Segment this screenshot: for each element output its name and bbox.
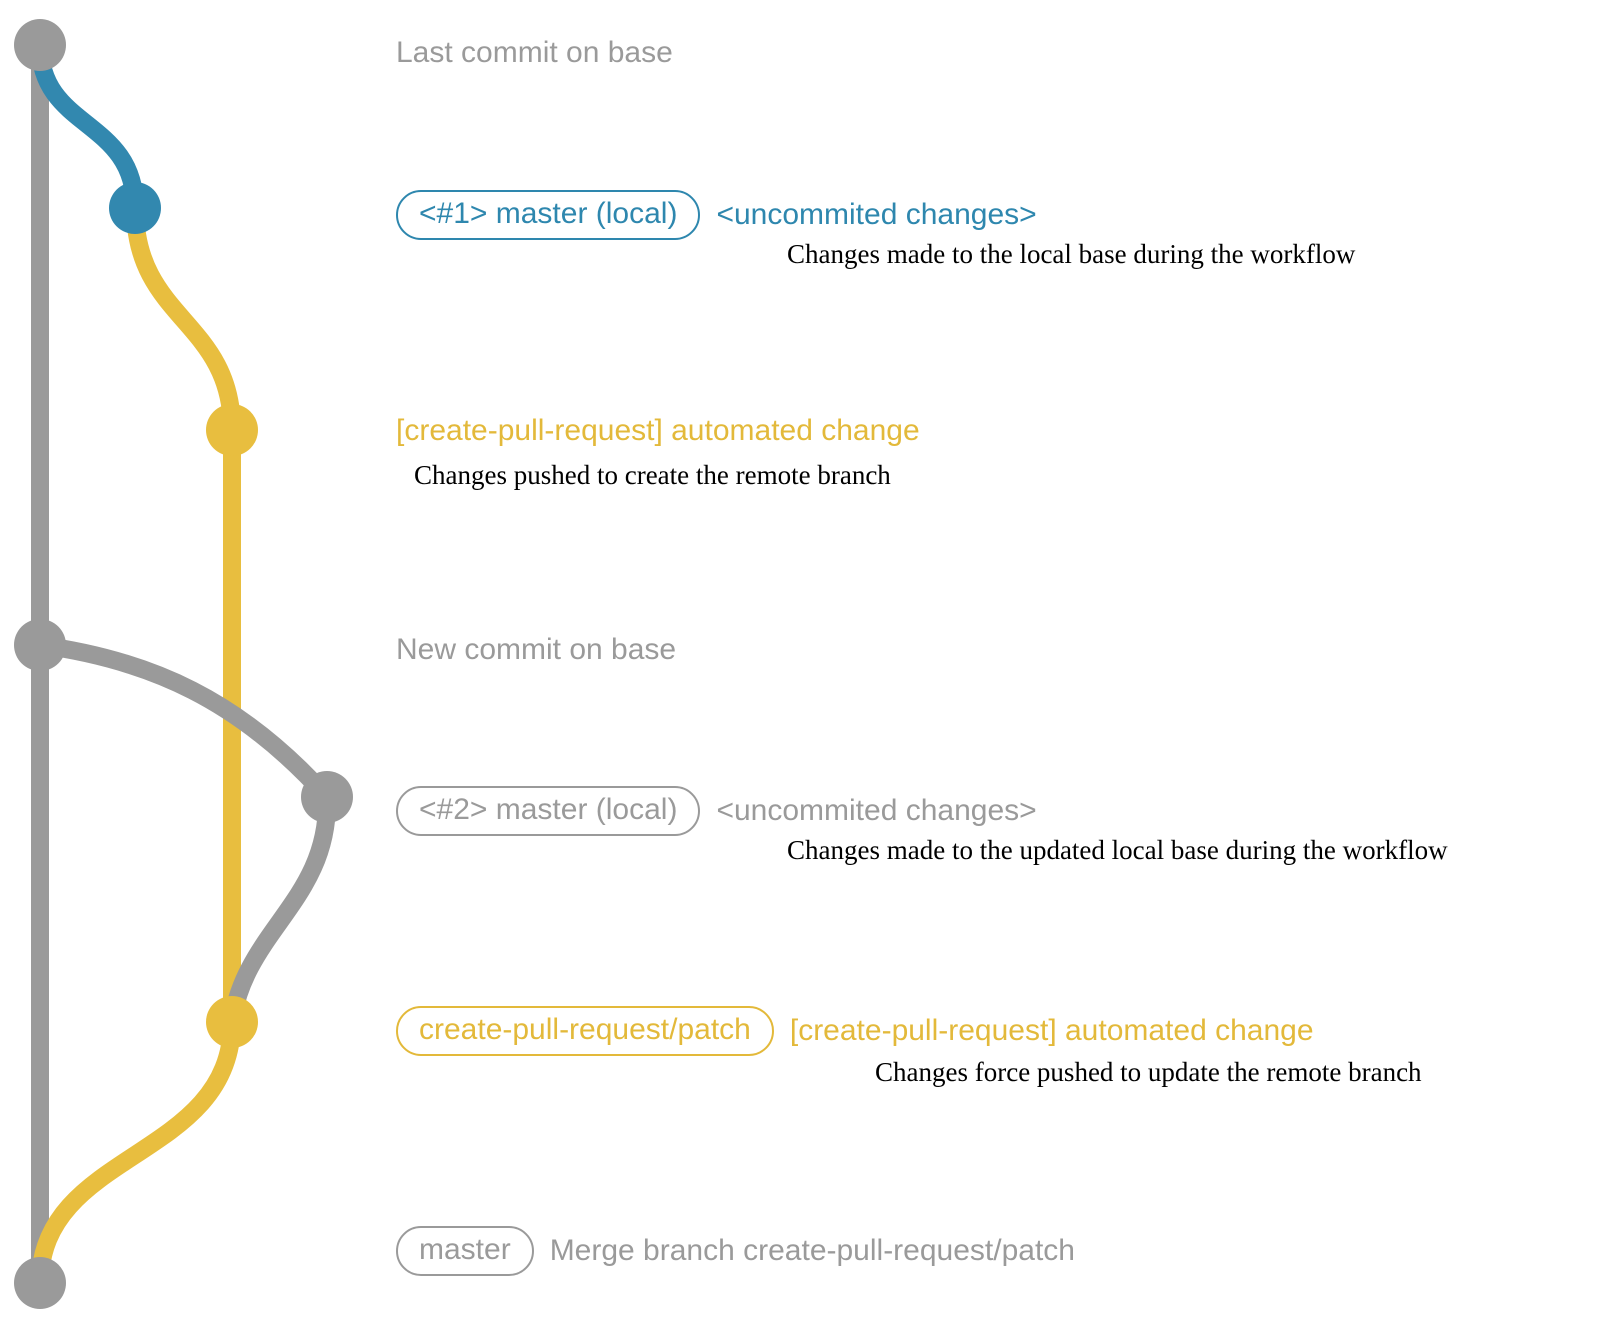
local-branch-line-2 — [31, 636, 336, 806]
commit-node-patch-1[interactable] — [206, 404, 258, 456]
commit-node-local-2[interactable] — [301, 771, 353, 823]
headline-local-2: <uncommited changes> — [716, 794, 1037, 827]
row-local-1: <#1> master (local) <uncommited changes> — [396, 190, 1037, 240]
commit-node-master-merge[interactable] — [14, 1257, 66, 1309]
row-patch-2: create-pull-request/patch [create-pull-r… — [396, 1006, 1314, 1056]
commit-nodes — [14, 19, 353, 1309]
caption-local-2: Changes made to the updated local base d… — [787, 835, 1448, 865]
merge-into-patch-line — [223, 788, 337, 1031]
caption-patch-1: Changes pushed to create the remote bran… — [414, 460, 891, 490]
row-local-2: <#2> master (local) <uncommited changes> — [396, 786, 1037, 836]
badge-master[interactable]: master — [396, 1226, 534, 1276]
badge-line-local-1: <#1> master (local) <uncommited changes> — [396, 190, 1037, 240]
patch-merge-line — [31, 1013, 241, 1292]
headline-patch-1: [create-pull-request] automated change — [396, 414, 920, 447]
headline-last-commit-on-base: Last commit on base — [396, 36, 673, 69]
badge-line-local-2: <#2> master (local) <uncommited changes> — [396, 786, 1037, 836]
badge-line-patch-2: create-pull-request/patch [create-pull-r… — [396, 1006, 1314, 1056]
row-new-commit-on-base: New commit on base — [396, 633, 676, 666]
badge-line-master-merge: master Merge branch create-pull-request/… — [396, 1226, 1075, 1276]
local-branch-line-1 — [31, 36, 144, 217]
patch-branch-line-1 — [126, 199, 241, 439]
row-last-commit-on-base: Last commit on base — [396, 36, 673, 69]
headline-master-merge: Merge branch create-pull-request/patch — [549, 1234, 1075, 1267]
row-master-merge: master Merge branch create-pull-request/… — [396, 1226, 1075, 1276]
commit-node-patch-2[interactable] — [206, 996, 258, 1048]
badge-local-1[interactable]: <#1> master (local) — [396, 190, 701, 240]
commit-node-base-last[interactable] — [14, 19, 66, 71]
headline-patch-2: [create-pull-request] automated change — [789, 1014, 1314, 1047]
headline-local-1: <uncommited changes> — [716, 198, 1037, 231]
row-patch-1: [create-pull-request] automated change — [396, 414, 920, 447]
headline-new-commit-on-base: New commit on base — [396, 633, 677, 666]
badge-local-2[interactable]: <#2> master (local) — [396, 786, 701, 836]
caption-patch-2: Changes force pushed to update the remot… — [875, 1057, 1422, 1087]
commit-node-base-new[interactable] — [14, 619, 66, 671]
badge-patch-2[interactable]: create-pull-request/patch — [396, 1006, 774, 1056]
commit-node-local-1[interactable] — [109, 182, 161, 234]
caption-local-1: Changes made to the local base during th… — [787, 239, 1356, 269]
